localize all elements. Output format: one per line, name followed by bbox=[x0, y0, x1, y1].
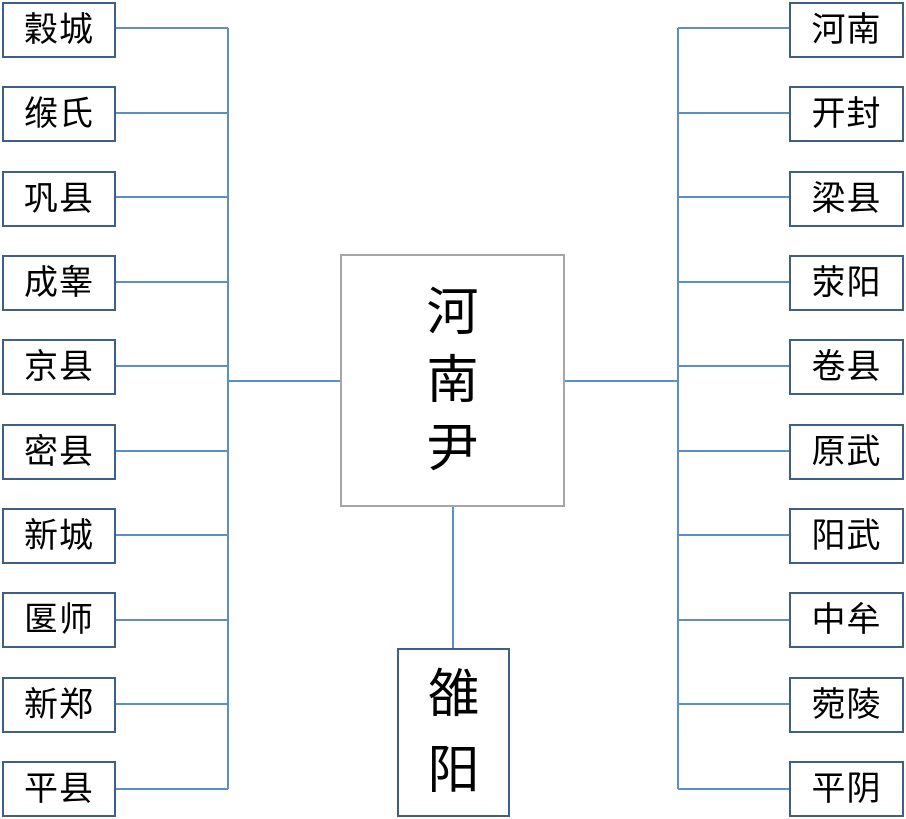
left-county-node: 巩县 bbox=[2, 171, 116, 227]
root-node: 河 南 尹 bbox=[340, 254, 565, 507]
right-county-node: 菀陵 bbox=[789, 677, 904, 733]
right-county-node: 卷县 bbox=[789, 339, 904, 395]
left-county-node: 平县 bbox=[2, 761, 116, 817]
capital-node: 雒 阳 bbox=[397, 648, 510, 817]
right-county-node: 开封 bbox=[789, 86, 904, 142]
capital-char: 阳 bbox=[427, 740, 480, 801]
root-char: 尹 bbox=[426, 418, 479, 479]
capital-char: 雒 bbox=[427, 664, 480, 725]
root-char: 南 bbox=[426, 350, 479, 411]
right-county-node: 原武 bbox=[789, 424, 904, 480]
root-char: 河 bbox=[426, 282, 479, 343]
right-county-node: 中牟 bbox=[789, 592, 904, 648]
left-county-node: 京县 bbox=[2, 339, 116, 395]
right-county-node: 阳武 bbox=[789, 508, 904, 564]
left-county-node: 缑氏 bbox=[2, 86, 116, 142]
left-county-node: 穀城 bbox=[2, 2, 116, 58]
right-county-node: 河南 bbox=[789, 2, 904, 58]
left-county-node: 密县 bbox=[2, 424, 116, 480]
left-county-node: 匽师 bbox=[2, 592, 116, 648]
left-county-node: 成睾 bbox=[2, 255, 116, 311]
left-county-node: 新城 bbox=[2, 508, 116, 564]
left-county-node: 新郑 bbox=[2, 677, 116, 733]
right-county-node: 梁县 bbox=[789, 171, 904, 227]
right-county-node: 平阴 bbox=[789, 761, 904, 817]
right-county-node: 荥阳 bbox=[789, 255, 904, 311]
